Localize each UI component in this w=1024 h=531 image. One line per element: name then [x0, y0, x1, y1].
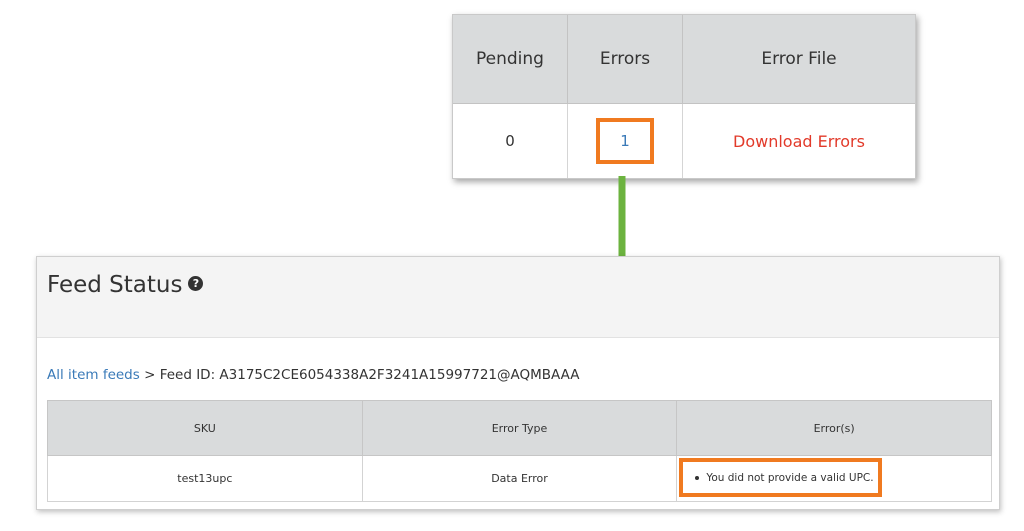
error-message: You did not provide a valid UPC. [706, 471, 874, 484]
feed-errors-table: SKU Error Type Error(s) test13upc Data E… [47, 400, 992, 502]
page-title: Feed Status? [47, 272, 204, 298]
feed-status-title: Feed Status [47, 272, 183, 298]
summary-data-row: 0 1 Download Errors [453, 103, 915, 178]
error-type-cell: Data Error [361, 455, 678, 502]
error-file-cell: Download Errors [682, 103, 915, 178]
breadcrumb-separator: > [144, 367, 156, 383]
question-circle-icon[interactable]: ? [188, 276, 204, 291]
errors-header: Errors [567, 15, 683, 104]
sku-header: SKU [47, 400, 363, 456]
error-file-header: Error File [682, 15, 915, 104]
pending-count: 0 [453, 103, 568, 178]
feed-summary-card: Pending Errors Error File 0 1 Download E… [452, 14, 916, 179]
error-detail-cell: You did not provide a valid UPC. [676, 455, 992, 502]
feed-status-header: Feed Status? [37, 257, 999, 338]
table-row: test13upc Data Error You did not provide… [47, 455, 992, 502]
pending-header: Pending [453, 15, 568, 104]
download-errors-link[interactable]: Download Errors [733, 131, 865, 151]
feed-errors-table-wrap: SKU Error Type Error(s) test13upc Data E… [47, 400, 992, 502]
summary-header-row: Pending Errors Error File [453, 15, 915, 104]
all-item-feeds-link[interactable]: All item feeds [47, 367, 140, 383]
error-type-header: Error Type [361, 400, 678, 456]
errors-count-link[interactable]: 1 [596, 118, 654, 164]
feed-status-panel: Feed Status? All item feeds > Feed ID: A… [36, 256, 1000, 510]
errors-detail-header: Error(s) [676, 400, 992, 456]
errors-table-header-row: SKU Error Type Error(s) [47, 400, 992, 456]
bullet-icon [695, 475, 700, 480]
feed-summary-table: Pending Errors Error File 0 1 Download E… [453, 15, 915, 178]
breadcrumb: All item feeds > Feed ID: A3175C2CE60543… [47, 367, 580, 383]
errors-cell: 1 [567, 103, 683, 178]
error-highlight-box: You did not provide a valid UPC. [679, 458, 883, 497]
sku-cell: test13upc [47, 455, 363, 502]
feed-id-label: Feed ID: A3175C2CE6054338A2F3241A1599772… [159, 367, 580, 383]
